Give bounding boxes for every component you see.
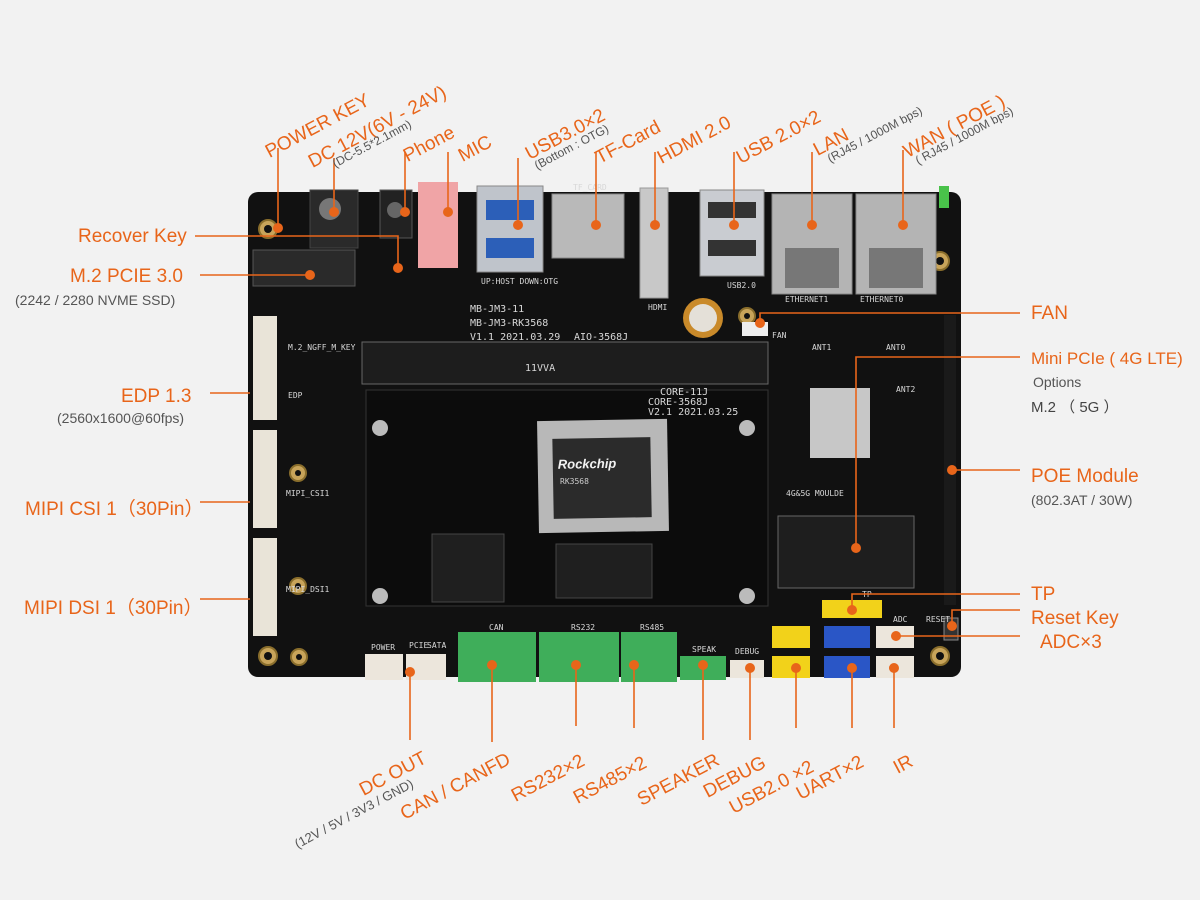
label-mipi-csi: MIPI CSI 1（30Pin） — [25, 499, 204, 520]
silk-pcie-label: PCIE — [409, 641, 428, 650]
mini-pcie-slot — [777, 515, 915, 589]
rs232-terminal — [539, 632, 619, 682]
silk-speak-label: SPEAK — [692, 645, 716, 654]
label-mipi-dsi: MIPI DSI 1（30Pin） — [24, 598, 203, 619]
silk-adc-label: ADC — [893, 615, 908, 624]
silk-edp-label: EDP — [288, 391, 303, 400]
silk-reset-label: RESET — [926, 615, 950, 624]
usb3-port — [476, 185, 544, 273]
label-edp-sub: (2560x1600@60fps) — [57, 410, 185, 426]
usb2-header-1 — [772, 626, 810, 648]
label-m2-pcie: M.2 PCIE 3.0 — [70, 266, 183, 287]
silk-core-3: V2.1 2021.03.25 — [648, 407, 738, 418]
silk-otg-label: UP:HOST DOWN:OTG — [481, 277, 558, 286]
silk-cpu-model: RK3568 — [560, 477, 589, 486]
silk-rs485-label: RS485 — [640, 623, 664, 632]
silk-sata-label: SATA — [427, 641, 446, 650]
label-m2-5g: M.2 （ 5G ） — [1031, 399, 1119, 416]
silk-m2-label: M.2_NGFF_M_KEY — [288, 343, 356, 352]
label-options: Options — [1033, 374, 1082, 390]
silk-board-id-2: MB-JM3-RK3568 — [470, 318, 548, 329]
label-poe-module: POE Module — [1031, 466, 1139, 487]
label-fan: FAN — [1031, 303, 1068, 324]
power-led — [939, 186, 949, 208]
mipi-dsi-connector — [253, 538, 277, 636]
sodimm-slot — [361, 341, 769, 385]
silk-tfcard-label: TF_CARD — [573, 183, 607, 192]
silk-core-1: CORE-11J — [660, 387, 708, 398]
silk-fan-label: FAN — [772, 331, 787, 340]
silk-rs232-label: RS232 — [571, 623, 595, 632]
poe-pin-strip — [944, 315, 956, 605]
hdmi-port — [639, 187, 669, 299]
mic-jack — [418, 182, 458, 268]
silk-can-label: CAN — [489, 623, 504, 632]
silk-sodimm: 11VVA — [525, 363, 555, 374]
silk-core-2: CORE-3568J — [648, 397, 708, 408]
silk-hdmi-label: HDMI — [648, 303, 667, 312]
label-edp: EDP 1.3 — [121, 386, 192, 407]
silk-board-ver: V1.1 2021.03.29 — [470, 332, 560, 343]
power-header — [365, 654, 403, 680]
silk-cpu-brand: Rockchip — [558, 456, 617, 472]
label-reset-key: Reset Key — [1031, 608, 1119, 629]
silk-csi-label: MIPI_CSI1 — [286, 489, 330, 498]
silk-power-label: POWER — [371, 643, 395, 652]
label-tp: TP — [1031, 584, 1056, 605]
uart-header-2 — [824, 656, 870, 678]
silk-dsi-label: MIPI_DSI1 — [286, 585, 330, 594]
can-terminal — [458, 632, 536, 682]
label-adc: ADC×3 — [1040, 632, 1102, 653]
silk-module-label: 4G&5G MOULDE — [786, 489, 844, 498]
label-recover-key: Recover Key — [78, 226, 187, 247]
silk-ant0: ANT0 — [886, 343, 905, 352]
silk-ant2: ANT2 — [896, 385, 915, 394]
label-m2-pcie-sub: (2242 / 2280 NVME SSD) — [15, 292, 176, 308]
rs485-terminal — [621, 632, 677, 682]
leader-dots — [273, 207, 957, 677]
label-poe-module-sub: (802.3AT / 30W) — [1031, 492, 1133, 508]
label-mini-pcie: Mini PCIe ( 4G LTE) — [1031, 349, 1183, 368]
emmc-chip — [431, 533, 505, 603]
ram-chip — [555, 543, 653, 599]
silk-eth1-label: ETHERNET1 — [785, 295, 829, 304]
silk-eth0-label: ETHERNET0 — [860, 295, 904, 304]
tf-card-slot — [551, 193, 625, 259]
mipi-csi-connector — [253, 430, 277, 528]
usb2-header-2 — [772, 656, 810, 678]
silk-usb20-label: USB2.0 — [727, 281, 756, 290]
silk-debug-label: DEBUG — [735, 647, 759, 656]
silk-board-id-1: MB-JM3-11 — [470, 304, 524, 315]
wifi-module — [810, 388, 870, 458]
leader-lines — [195, 148, 1020, 742]
silk-board-name: AIO-3568J — [574, 332, 628, 343]
edp-connector — [253, 316, 277, 420]
silk-ant1: ANT1 — [812, 343, 831, 352]
m2-slot — [252, 249, 356, 287]
uart-header-1 — [824, 626, 870, 648]
